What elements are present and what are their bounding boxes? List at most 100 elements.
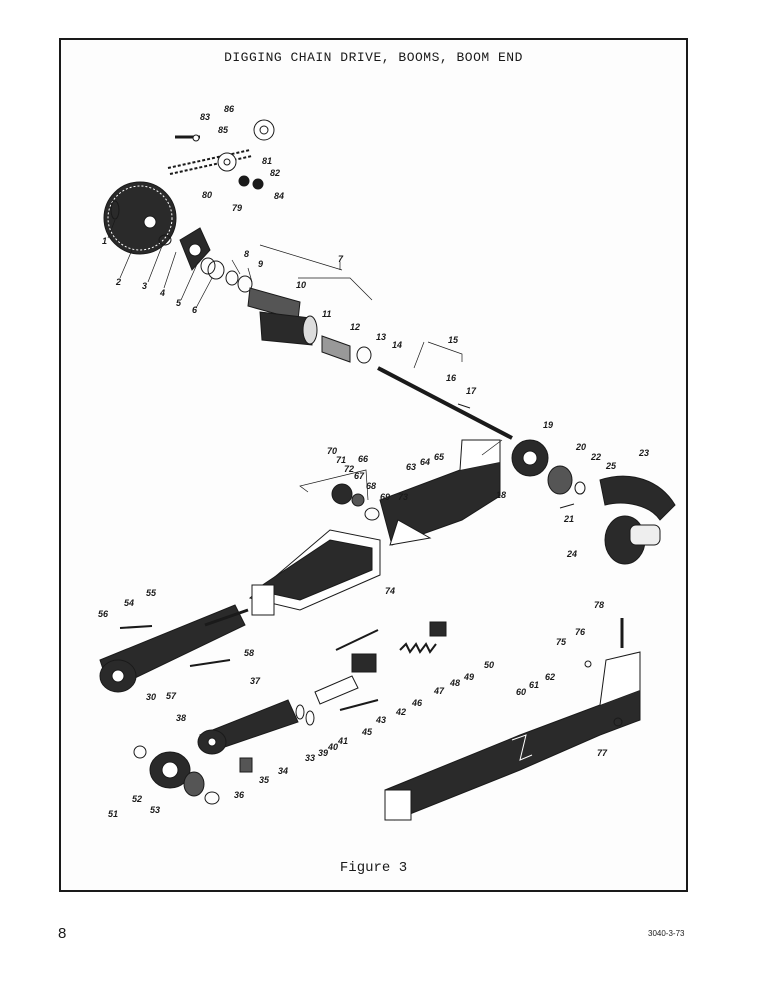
spring-46 bbox=[399, 642, 437, 654]
pin-57 bbox=[189, 659, 231, 667]
callout-64: 64 bbox=[420, 457, 430, 467]
callout-81: 81 bbox=[262, 156, 272, 166]
callout-20: 20 bbox=[575, 442, 586, 452]
callout-45: 45 bbox=[361, 727, 373, 737]
callout-58: 58 bbox=[244, 648, 254, 658]
callout-18: 18 bbox=[496, 490, 506, 500]
callout-75: 75 bbox=[556, 637, 567, 647]
callout-14: 14 bbox=[392, 340, 402, 350]
callout-33: 33 bbox=[305, 753, 315, 763]
callout-6: 6 bbox=[192, 305, 198, 315]
callout-13: 13 bbox=[376, 332, 386, 342]
document-code: 3040-3-73 bbox=[648, 929, 685, 938]
housing-11 bbox=[259, 311, 313, 346]
callout-2: 2 bbox=[115, 277, 121, 287]
callout-62: 62 bbox=[545, 672, 555, 682]
callout-67: 67 bbox=[354, 471, 365, 481]
callout-79: 79 bbox=[232, 203, 242, 213]
callout-55: 55 bbox=[146, 588, 157, 598]
washer-3 bbox=[158, 234, 172, 246]
sprocket-81 bbox=[217, 152, 237, 172]
callout-25: 25 bbox=[605, 461, 617, 471]
callout-42: 42 bbox=[395, 707, 406, 717]
callout-86: 86 bbox=[224, 104, 235, 114]
callout-37: 37 bbox=[250, 676, 261, 686]
auger-23 bbox=[599, 475, 676, 521]
hub-20 bbox=[547, 465, 573, 495]
callout-82: 82 bbox=[270, 168, 280, 178]
gear-2 bbox=[103, 181, 177, 255]
callout-50: 50 bbox=[484, 660, 494, 670]
shaft-16 bbox=[377, 366, 513, 440]
ring-1 bbox=[110, 200, 120, 220]
ring-6 bbox=[207, 260, 225, 280]
callout-69: 69 bbox=[380, 492, 390, 502]
callout-12: 12 bbox=[350, 322, 360, 332]
callout-63: 63 bbox=[406, 462, 416, 472]
callout-21: 21 bbox=[563, 514, 574, 524]
callout-15: 15 bbox=[448, 335, 459, 345]
callout-57: 57 bbox=[166, 691, 177, 701]
callout-7: 7 bbox=[338, 254, 344, 264]
callout-49: 49 bbox=[463, 672, 474, 682]
callout-77: 77 bbox=[597, 748, 608, 758]
callout-52: 52 bbox=[132, 794, 142, 804]
callout-83: 83 bbox=[200, 112, 210, 122]
callout-66: 66 bbox=[358, 454, 369, 464]
callout-47: 47 bbox=[433, 686, 445, 696]
callout-36: 36 bbox=[234, 790, 245, 800]
callout-61: 61 bbox=[529, 680, 539, 690]
callout-76: 76 bbox=[575, 627, 586, 637]
callout-60: 60 bbox=[516, 687, 526, 697]
callout-39: 39 bbox=[318, 748, 328, 758]
callout-54: 54 bbox=[124, 598, 134, 608]
callout-68: 68 bbox=[366, 481, 376, 491]
callout-43: 43 bbox=[375, 715, 386, 725]
callout-35: 35 bbox=[259, 775, 270, 785]
sprocket-86 bbox=[253, 119, 275, 141]
callout-73: 73 bbox=[398, 492, 408, 502]
ring-5 bbox=[200, 257, 216, 275]
pin-54 bbox=[119, 625, 153, 629]
chain-85 bbox=[167, 149, 253, 175]
callout-22: 22 bbox=[590, 452, 601, 462]
page-number: 8 bbox=[58, 925, 67, 942]
callout-46: 46 bbox=[411, 698, 423, 708]
callout-19: 19 bbox=[543, 420, 553, 430]
callout-5: 5 bbox=[176, 298, 182, 308]
callout-11: 11 bbox=[322, 309, 331, 319]
callout-56: 56 bbox=[98, 609, 109, 619]
diagram-title: DIGGING CHAIN DRIVE, BOOMS, BOOM END bbox=[224, 50, 523, 65]
rod-42 bbox=[339, 699, 379, 711]
figure-frame bbox=[59, 38, 688, 892]
callout-53: 53 bbox=[150, 805, 160, 815]
callout-8: 8 bbox=[244, 249, 249, 259]
callout-70-top: 70 bbox=[327, 446, 337, 456]
callout-72: 72 bbox=[344, 464, 354, 474]
callout-4: 4 bbox=[159, 288, 165, 298]
callout-84: 84 bbox=[274, 191, 284, 201]
callout-85: 85 bbox=[218, 125, 229, 135]
callout-48: 48 bbox=[449, 678, 460, 688]
callout-40: 40 bbox=[327, 742, 338, 752]
callout-3: 3 bbox=[142, 281, 147, 291]
callout-74: 74 bbox=[385, 586, 395, 596]
callout-10: 10 bbox=[296, 280, 306, 290]
callout-65: 65 bbox=[434, 452, 445, 462]
callout-71: 71 bbox=[336, 455, 346, 465]
callout-16: 16 bbox=[446, 373, 457, 383]
callout-41: 41 bbox=[337, 736, 348, 746]
bolt-43 bbox=[335, 629, 379, 651]
callout-80: 80 bbox=[202, 190, 212, 200]
callout-78: 78 bbox=[594, 600, 604, 610]
callout-9: 9 bbox=[258, 259, 263, 269]
callout-24: 24 bbox=[566, 549, 577, 559]
callout-17: 17 bbox=[466, 386, 477, 396]
callout-23: 23 bbox=[638, 448, 649, 458]
callout-1: 1 bbox=[102, 236, 107, 246]
callout-34: 34 bbox=[278, 766, 288, 776]
callout-38: 38 bbox=[176, 713, 186, 723]
bearing-12 bbox=[321, 335, 351, 363]
callout-51: 51 bbox=[108, 809, 118, 819]
